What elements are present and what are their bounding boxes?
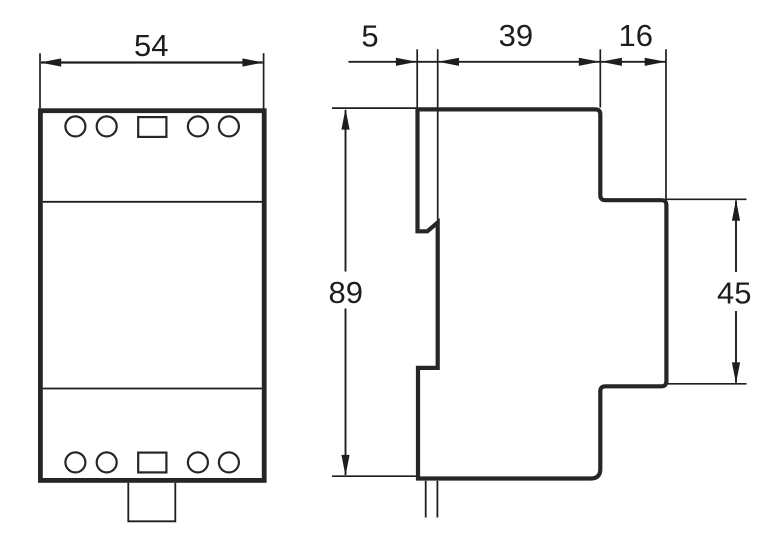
svg-text:16: 16 (618, 18, 652, 53)
svg-text:54: 54 (134, 28, 168, 63)
svg-text:5: 5 (361, 19, 378, 54)
svg-text:89: 89 (328, 275, 362, 310)
svg-text:39: 39 (499, 18, 533, 53)
svg-text:45: 45 (717, 275, 751, 310)
